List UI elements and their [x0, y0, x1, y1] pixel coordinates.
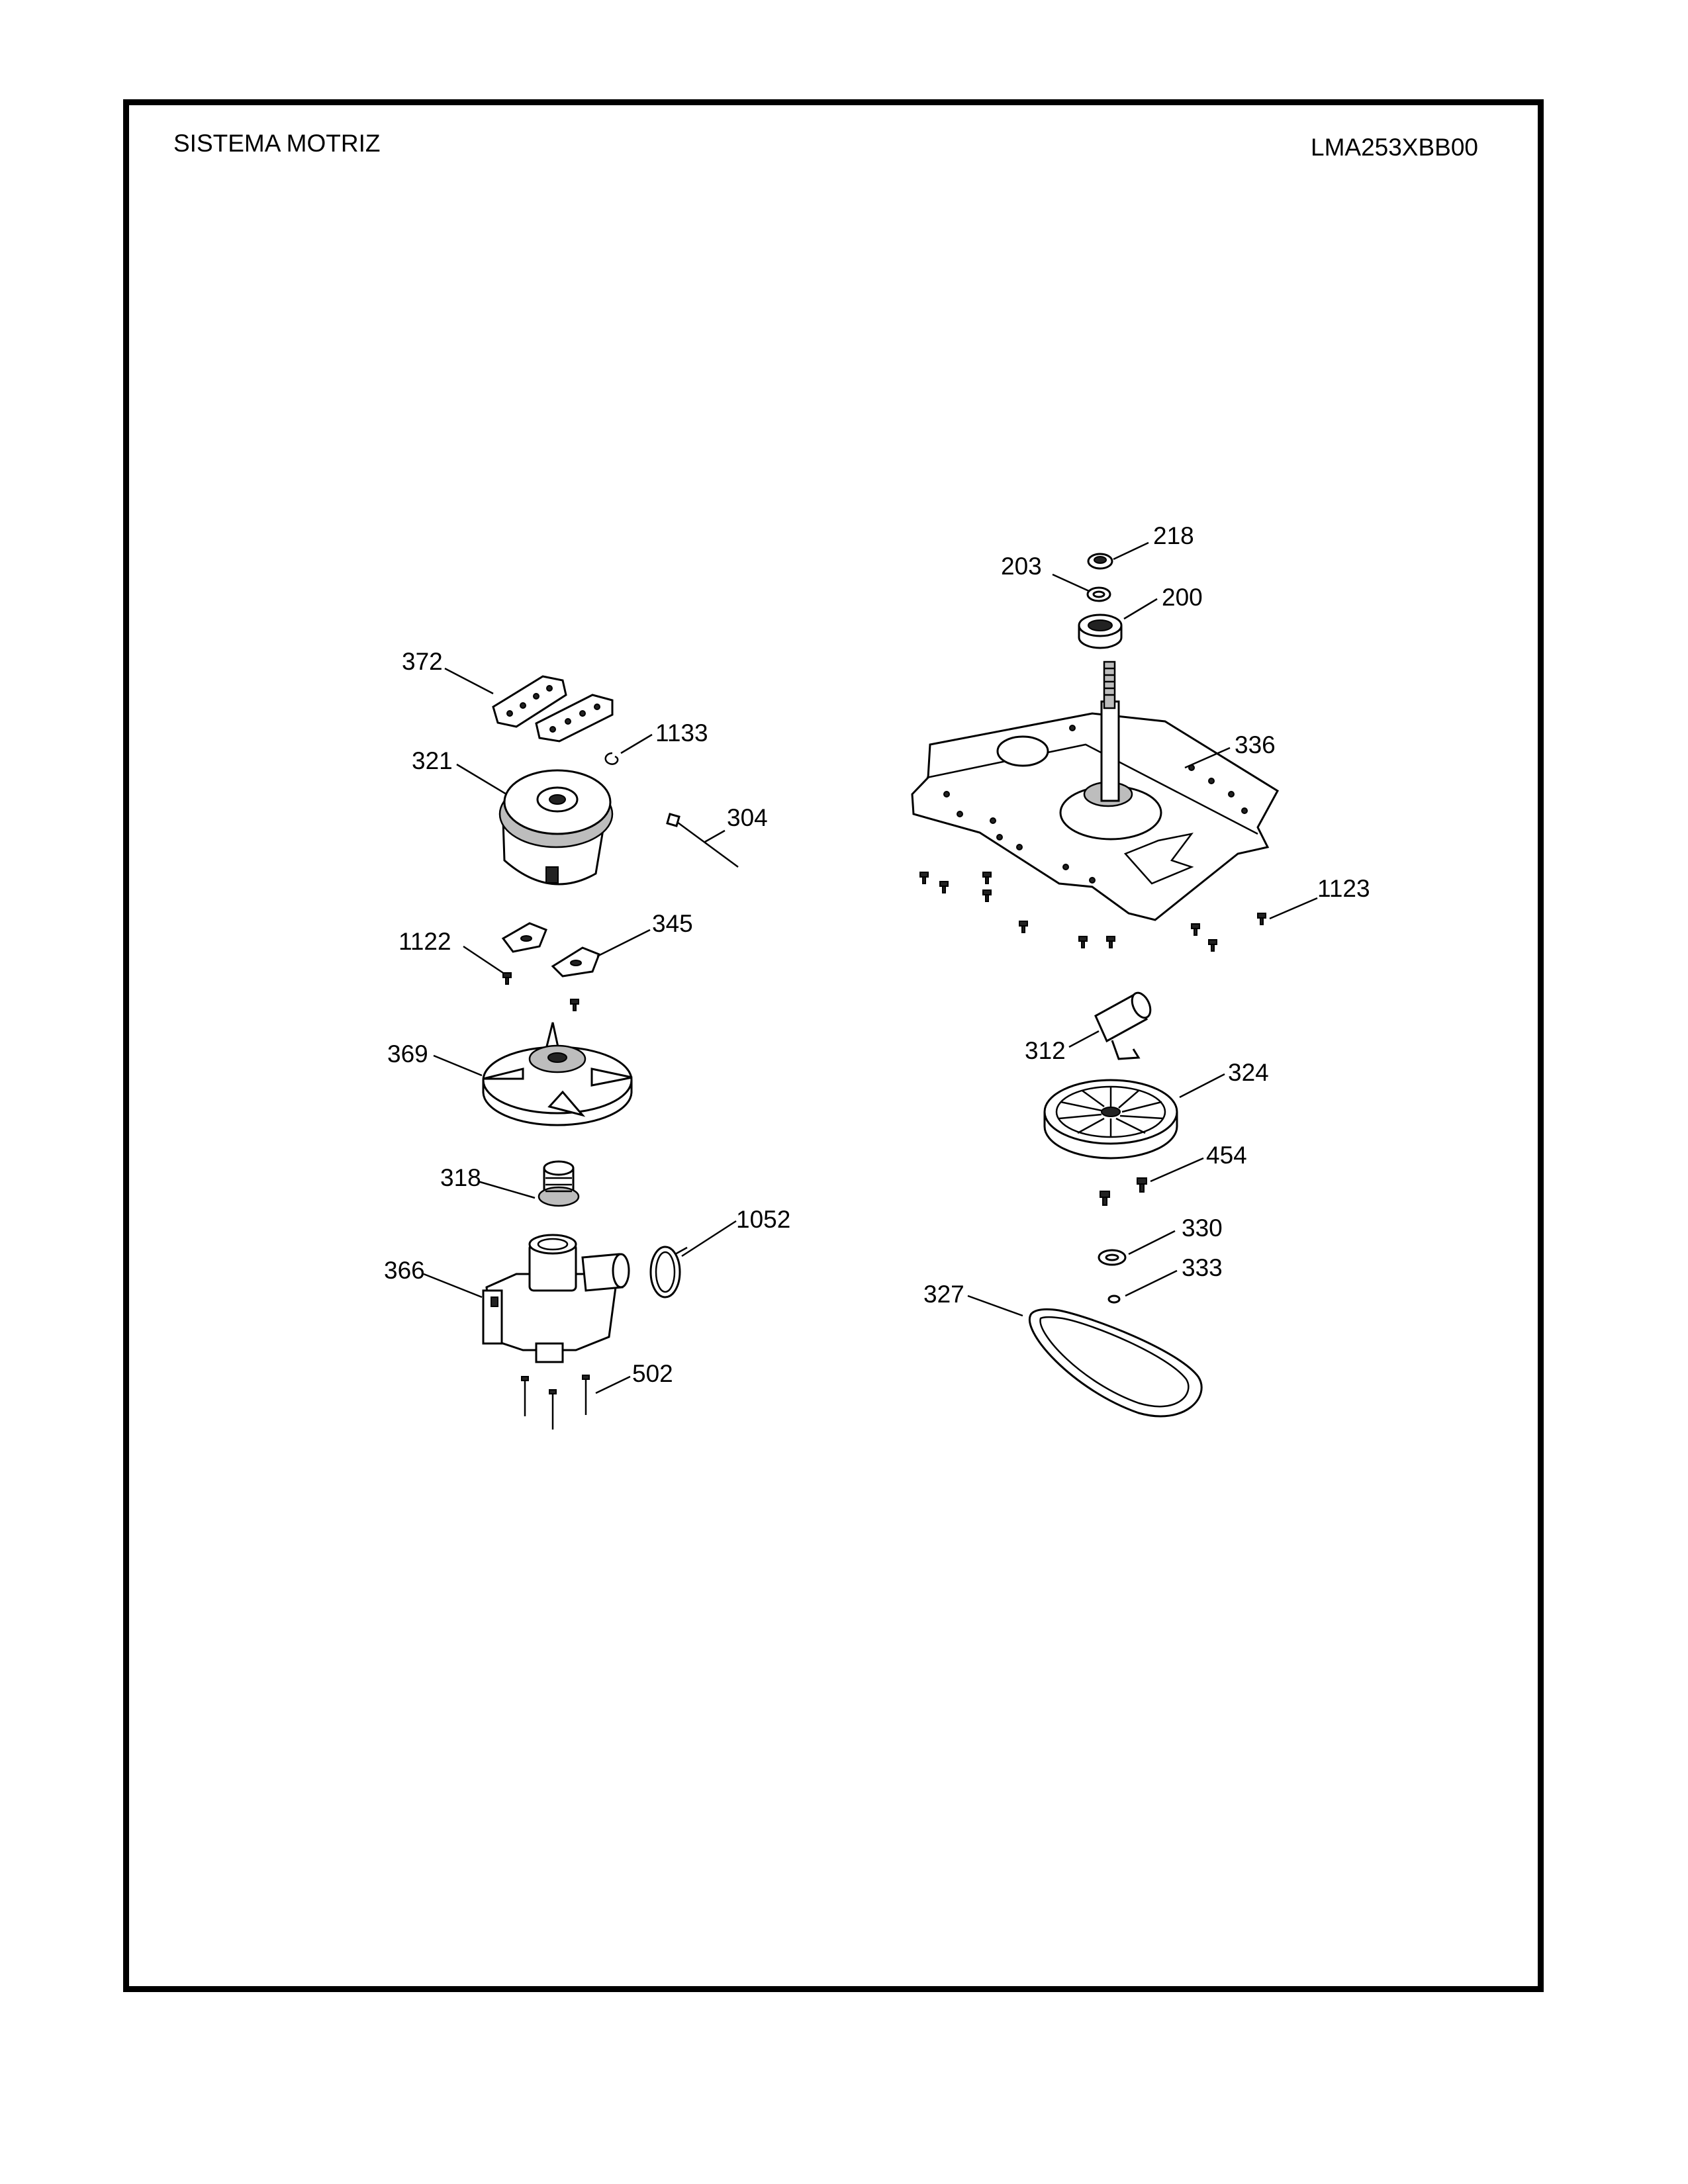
- part-327-belt: [1029, 1308, 1203, 1418]
- callout-304: 304: [727, 804, 768, 831]
- callout-502: 502: [632, 1360, 673, 1387]
- part-330-washer: [1098, 1249, 1127, 1266]
- callout-218: 218: [1153, 522, 1194, 549]
- part-1052-hose-clamp: [649, 1246, 688, 1298]
- callout-1123: 1123: [1317, 875, 1370, 902]
- part-366-drain-pump: [482, 1234, 630, 1363]
- part-345-brackets: [501, 922, 600, 978]
- diagram-frame: [123, 99, 1544, 1992]
- callout-200: 200: [1162, 584, 1203, 611]
- part-203-washer: [1086, 586, 1111, 602]
- leader-lines: [423, 541, 1318, 1394]
- callout-324: 324: [1228, 1059, 1269, 1086]
- callout-321: 321: [412, 747, 453, 774]
- part-1123-screws: [919, 872, 1266, 952]
- callout-372: 372: [402, 648, 443, 675]
- diagram-title: SISTEMA MOTRIZ: [173, 130, 381, 157]
- callout-1133: 1133: [655, 719, 708, 747]
- callout-454: 454: [1206, 1142, 1247, 1169]
- part-200-bearing: [1078, 614, 1123, 649]
- callout-327: 327: [923, 1281, 964, 1308]
- callout-1052: 1052: [736, 1206, 790, 1233]
- callout-203: 203: [1001, 553, 1042, 580]
- part-324-pulley: [1043, 1079, 1178, 1160]
- part-318-filter: [538, 1160, 580, 1207]
- part-1122-screws: [502, 972, 579, 1011]
- part-372-motor-covers: [492, 675, 614, 743]
- callout-345: 345: [652, 910, 693, 937]
- part-454-bolts: [1100, 1177, 1147, 1206]
- model-number: LMA253XBB00: [1311, 134, 1479, 161]
- callout-330: 330: [1182, 1214, 1223, 1242]
- part-321-motor: [498, 769, 614, 886]
- part-1133-clip: [604, 752, 619, 765]
- part-336-base-plate: [911, 660, 1279, 921]
- part-312-capacitor: [1094, 991, 1152, 1060]
- callout-318: 318: [440, 1164, 481, 1191]
- callout-312: 312: [1025, 1037, 1066, 1064]
- part-218-nut: [1087, 553, 1113, 570]
- part-333-washer: [1107, 1295, 1121, 1304]
- part-369-fan: [482, 1022, 633, 1126]
- callout-369: 369: [387, 1040, 428, 1068]
- callout-333: 333: [1182, 1254, 1223, 1281]
- callout-366: 366: [384, 1257, 425, 1284]
- plate-holes: [943, 725, 1248, 884]
- callout-336: 336: [1235, 731, 1276, 758]
- part-304-wire: [666, 813, 739, 868]
- callout-1122: 1122: [399, 928, 451, 955]
- part-502-screws: [521, 1375, 590, 1430]
